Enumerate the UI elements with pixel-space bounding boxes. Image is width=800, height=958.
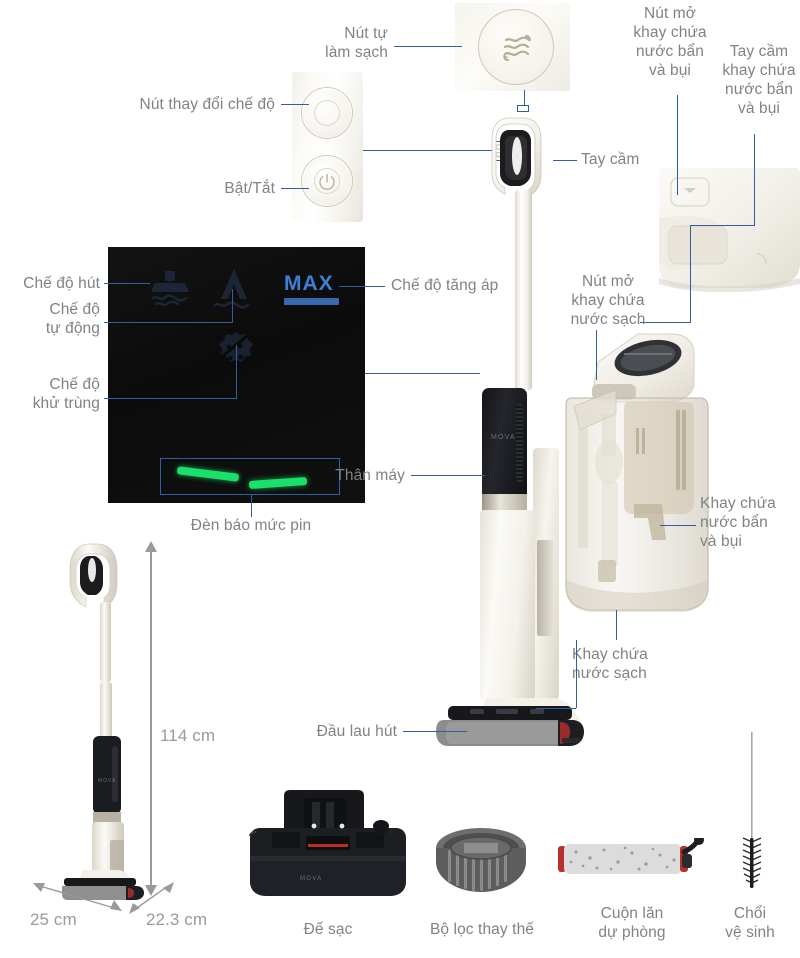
- label-handle: Tay cầm: [581, 151, 640, 168]
- height-arrow-up: [145, 541, 157, 552]
- leader-boost-mode: [339, 286, 385, 288]
- dimension-height: 114 cm: [160, 726, 216, 745]
- label-battery-indicator: Đèn báo mức pin: [190, 517, 312, 534]
- leader-dirty-tank-handle-v2: [690, 225, 692, 292]
- telescoping-pole: [515, 190, 532, 390]
- leader-suction-mode: [104, 283, 150, 285]
- self-clean-button[interactable]: [478, 9, 554, 85]
- leader-panel-to-pole: [363, 150, 493, 152]
- label-mode-change-button: Nút thay đổi chế độ: [139, 96, 275, 113]
- height-dimension-line: [150, 548, 152, 892]
- sanitize-mode-icon: [216, 332, 253, 362]
- auto-mode-icon: [213, 269, 250, 309]
- height-arrow-down: [145, 885, 157, 896]
- label-power-button: Bật/Tắt: [224, 180, 275, 197]
- leader-handle: [553, 160, 577, 162]
- width-dimension: [33, 883, 122, 911]
- leader-auto-mode-v: [232, 289, 234, 323]
- leader-dirty-tank: [660, 525, 696, 527]
- label-clean-tank-release: Nút mở khay chứa nước sạch: [570, 273, 646, 328]
- leader-dirty-tank-handle-h: [690, 225, 755, 227]
- label-charging-dock: Đế sạc: [303, 921, 353, 938]
- leader-clean-tank-release: [596, 330, 598, 380]
- charging-dock-photo: MOVA: [248, 788, 408, 898]
- self-clean-tab-highlight: [517, 105, 529, 112]
- label-spare-roller: Cuộn lăn dự phòng: [598, 905, 666, 941]
- max-mode-label: MAX: [284, 272, 334, 295]
- label-replacement-filter: Bộ lọc thay thế: [429, 921, 535, 938]
- leader-self-clean: [394, 46, 462, 48]
- leader-battery-v: [251, 495, 253, 517]
- leader-dirty-tank-handle-v: [754, 134, 756, 225]
- body-brand-mark: MOVA: [491, 434, 516, 441]
- label-clean-tank: Khay chứa nước sạch: [572, 646, 648, 682]
- depth-dimension: [129, 882, 174, 914]
- machine-side-shell: [533, 448, 559, 700]
- leader-to-tank-h: [640, 322, 691, 324]
- leader-mode-change: [281, 104, 309, 106]
- svg-text:MOVA: MOVA: [300, 876, 322, 882]
- power-button[interactable]: [302, 156, 352, 206]
- leader-auto-mode-h: [104, 322, 233, 324]
- max-mode-underline: [284, 298, 339, 305]
- machine-body-white: [480, 510, 535, 700]
- leader-dirty-tank-release: [677, 95, 679, 195]
- label-mop-head: Đầu lau hút: [316, 723, 397, 740]
- label-sanitize-mode: Chế độ khử trùng: [32, 376, 100, 412]
- leader-body-to-tank: [536, 708, 576, 710]
- mode-change-button[interactable]: [302, 88, 352, 138]
- clean-water-tank-top-photo: [657, 168, 800, 292]
- label-dirty-tank-handle: Tay cầm khay chứa nước bẩn và bụi: [722, 43, 796, 117]
- leader-sanitize-v: [236, 345, 238, 399]
- leader-display-to-body: [365, 373, 480, 375]
- power-icon: [314, 168, 340, 194]
- leader-clean-tank-v: [616, 610, 618, 640]
- machine-side-slot: [537, 540, 553, 636]
- label-cleaning-brush: Chổi vệ sinh: [725, 905, 775, 941]
- leader-power: [281, 188, 309, 190]
- mop-head-photo: [434, 698, 590, 750]
- leader-mop-head: [403, 731, 467, 733]
- replacement-filter-photo: [434, 826, 528, 898]
- machine-body-black: MOVA: [482, 388, 527, 498]
- leader-main-body: [411, 475, 485, 477]
- leader-to-tank: [690, 292, 692, 322]
- label-dirty-tank: Khay chứa nước bẩn và bụi: [700, 495, 776, 550]
- label-suction-mode: Chế độ hút: [23, 275, 100, 292]
- label-auto-mode: Chế độ tự động: [45, 301, 100, 337]
- handle-photo: [489, 116, 547, 198]
- battery-indicator-highlight: [160, 458, 340, 495]
- label-main-body: Thân máy: [335, 467, 405, 484]
- leader-sanitize-h: [104, 398, 237, 400]
- leader-self-clean-down: [524, 90, 526, 106]
- svg-text:MOVA: MOVA: [98, 778, 116, 784]
- control-panel-photo: [292, 72, 363, 222]
- suction-mode-icon: [151, 271, 189, 307]
- cleaning-brush-photo: [740, 732, 764, 892]
- full-product-photo: MOVA: [60, 540, 170, 900]
- water-tank-assembly-photo: [562, 332, 718, 614]
- machine-metal-ring: [482, 494, 527, 514]
- self-clean-icon: [503, 35, 531, 61]
- dimension-width: 25 cm: [30, 910, 77, 929]
- label-self-clean-button: Nút tự làm sạch: [325, 25, 388, 61]
- label-boost-mode: Chế độ tăng áp: [391, 277, 499, 294]
- dimension-depth: 22.3 cm: [146, 910, 208, 929]
- leader-body-to-tank-v: [576, 640, 578, 708]
- spare-roller-photo: [556, 838, 706, 882]
- label-dirty-tank-release: Nút mở khay chứa nước bẩn và bụi: [633, 5, 707, 79]
- battery-bar-1: [176, 466, 240, 482]
- battery-bar-2: [248, 476, 308, 490]
- mode-change-icon: [314, 100, 340, 126]
- machine-vent: [516, 404, 523, 482]
- self-clean-button-photo: [455, 3, 570, 91]
